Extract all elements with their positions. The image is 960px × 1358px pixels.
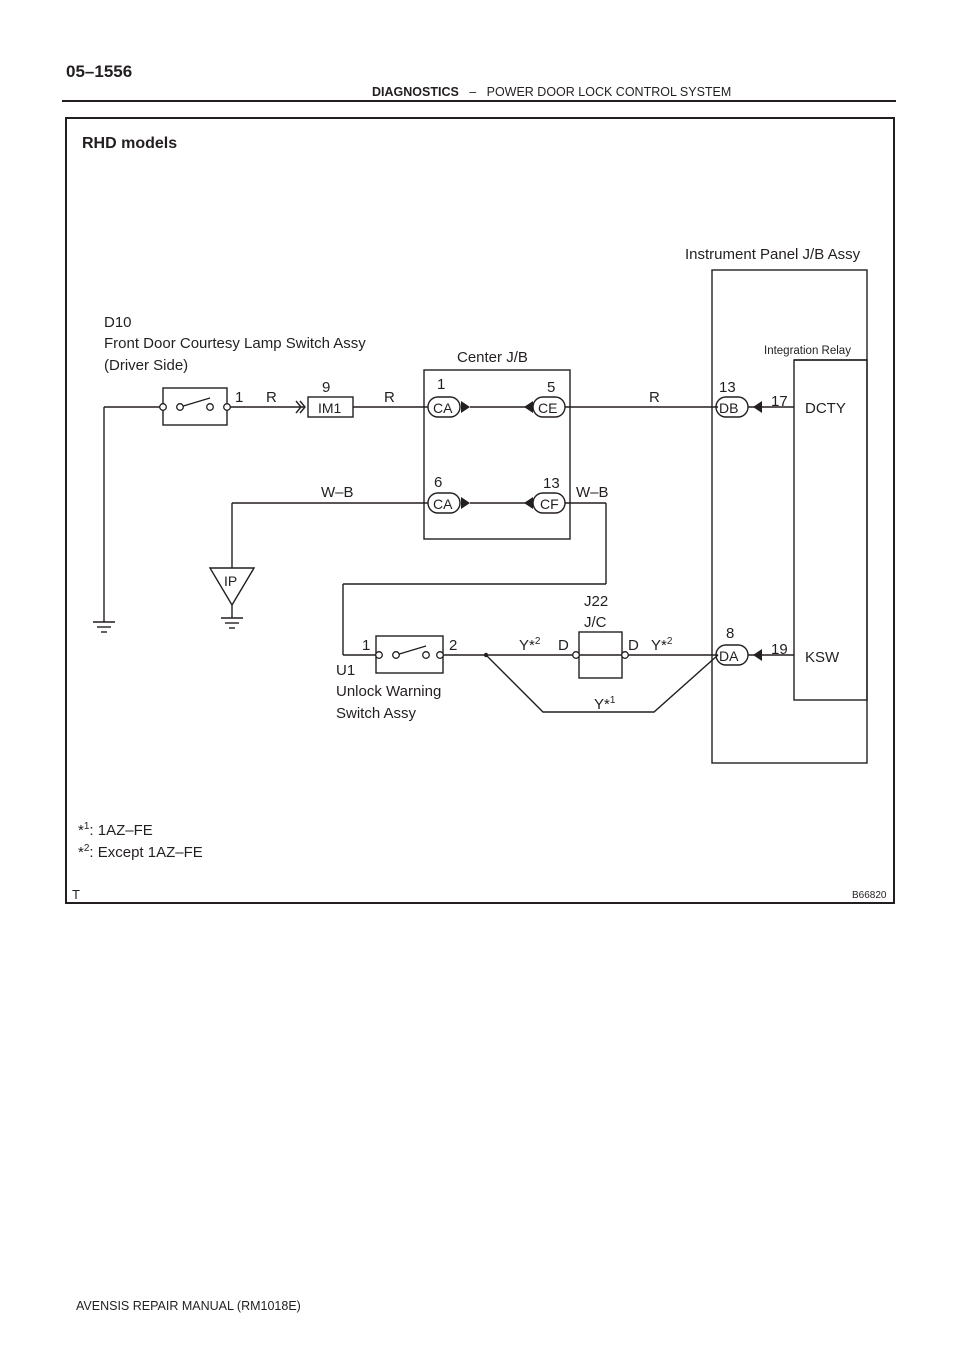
header-rule [62,100,896,102]
d10-code: D10 [104,314,132,331]
wire-y-left-note: 2 [535,636,541,647]
header-separator: – [469,85,477,99]
d10-switch-box [162,387,228,426]
instrument-jb-box [711,269,868,764]
cf13-name: CF [540,496,559,512]
wire-y-bottom-text: Y* [594,696,610,713]
wire-label-r-db: R [649,389,660,406]
wire-y-right-text: Y* [651,637,667,654]
ca6-name: CA [433,496,453,512]
ground-ip-label: IP [224,573,237,589]
d10-name: Front Door Courtesy Lamp Switch Assy [104,335,366,352]
wire-y-bottom-note: 1 [610,695,616,706]
db13-name: DB [719,400,738,416]
u1-name-line1: Unlock Warning [336,683,441,700]
im1-name: IM1 [318,400,342,416]
note-1-mark: * [78,822,84,839]
wire-y-right-note: 2 [667,636,673,647]
page-number: 05–1556 [66,62,133,81]
u1-code: U1 [336,662,355,679]
footer-manual: AVENSIS REPAIR MANUAL (RM1018E) [76,1299,301,1313]
j22-code: J22 [584,593,608,610]
j22-pin-right: D [628,637,639,654]
wire-y-bypass [485,654,719,713]
im1-chevron [295,400,306,414]
center-jb-box [423,369,571,540]
j22-pin-left: D [558,637,569,654]
cf13-pin: 13 [543,475,560,492]
wire-label-y-bottom: Y*1 [594,695,616,713]
wire-label-wb-left: W–B [321,484,354,501]
wire-label-r-center: R [384,389,395,406]
j22-name: J/C [584,614,607,631]
d10-pin: 1 [235,389,243,406]
ca1-name: CA [433,400,453,416]
note-2-mark: * [78,844,84,861]
note-1: *1: 1AZ–FE [78,821,153,839]
center-jb-label: Center J/B [457,349,528,366]
u1-blade [395,645,427,656]
wire-label-y-right: Y*2 [651,636,673,654]
figure-id: B66820 [852,890,887,901]
header-title: DIAGNOSTICS – POWER DOOR LOCK CONTROL SY… [372,85,731,99]
da8-name: DA [719,648,739,664]
relay-pin-ksw: 19 [771,641,788,658]
d10-side: (Driver Side) [104,357,188,374]
wire-y-left-text: Y* [519,637,535,654]
diagram-frame [65,117,895,904]
d10-blade [179,397,211,408]
note-1-text: : 1AZ–FE [89,822,152,839]
u1-switch-box [375,635,444,674]
wire-label-wb-right: W–B [576,484,609,501]
note-2: *2: Except 1AZ–FE [78,843,203,861]
u1-name-line2: Switch Assy [336,705,417,722]
header-topic: POWER DOOR LOCK CONTROL SYSTEM [486,85,732,99]
note-2-num: 2 [84,843,90,854]
wire-label-r-d10: R [266,389,277,406]
ca1-pin: 1 [437,376,445,393]
header-section: DIAGNOSTICS [372,85,459,99]
corner-mark: T [72,887,80,902]
ca6-pin: 6 [434,474,442,491]
relay-ksw-label: KSW [805,649,840,666]
integration-relay-label: Integration Relay [764,345,851,357]
note-1-num: 1 [84,821,90,832]
u1-pin1: 1 [362,637,370,654]
im1-pin: 9 [322,379,330,396]
diagram-heading: RHD models [82,135,177,152]
ce5-name: CE [538,400,557,416]
ground-ip-triangle [208,567,256,607]
wire-label-y-left: Y*2 [519,636,541,654]
relay-pin-dcty: 17 [771,393,788,410]
instrument-jb-label: Instrument Panel J/B Assy [685,246,861,263]
ce5-pin: 5 [547,379,555,396]
relay-dcty-label: DCTY [805,400,846,417]
da8-pin: 8 [726,625,734,642]
db13-pin: 13 [719,379,736,396]
note-2-text: : Except 1AZ–FE [89,844,202,861]
u1-pin2: 2 [449,637,457,654]
